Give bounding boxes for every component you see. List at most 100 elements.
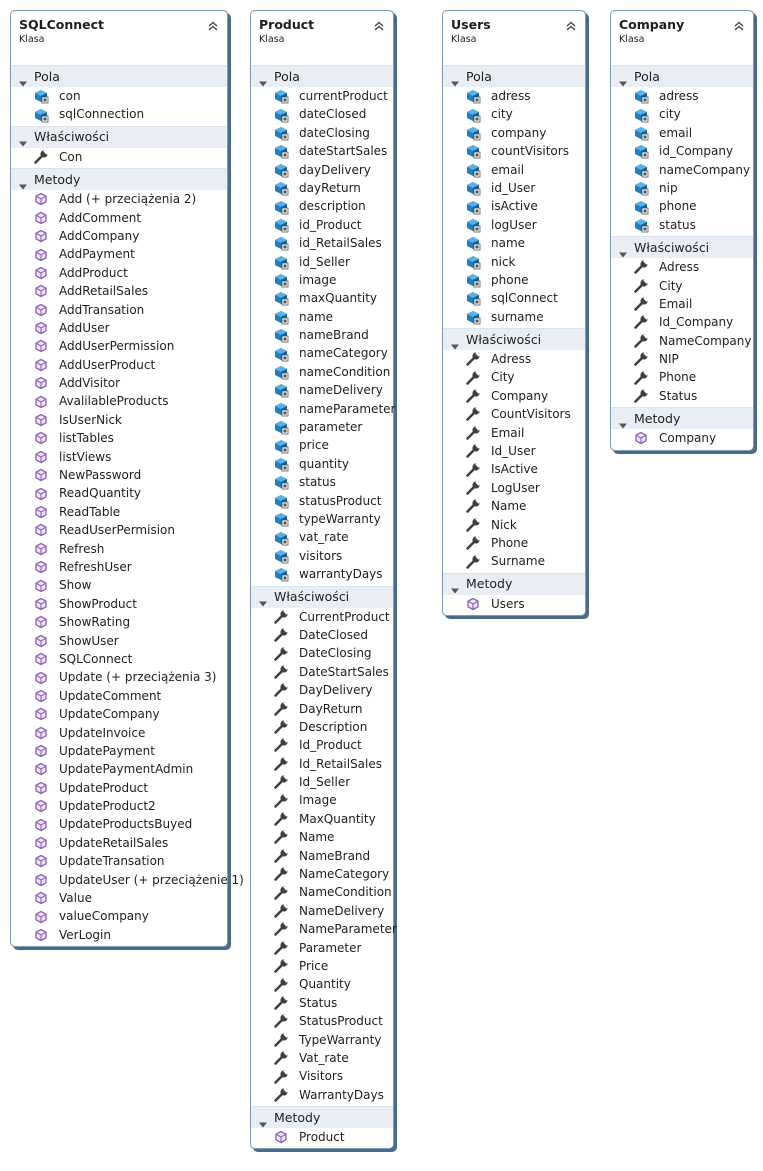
triangle-down-icon[interactable]	[451, 336, 459, 350]
member-item[interactable]: adress	[611, 87, 753, 105]
section-header-method[interactable]: Metody	[443, 572, 585, 595]
member-item[interactable]: Add (+ przeciążenia 2)	[11, 190, 227, 208]
member-item[interactable]: listViews	[11, 448, 227, 466]
member-item[interactable]: DateClosing	[251, 644, 393, 662]
member-item[interactable]: VerLogin	[11, 926, 227, 944]
member-item[interactable]: UpdatePayment	[11, 742, 227, 760]
triangle-down-icon[interactable]	[451, 73, 459, 86]
member-item[interactable]: StatusProduct	[251, 1012, 393, 1030]
member-item[interactable]: UpdateComment	[11, 687, 227, 705]
member-item[interactable]: MaxQuantity	[251, 810, 393, 828]
member-item[interactable]: Phone	[443, 534, 585, 552]
section-header-property[interactable]: Właściwości	[11, 125, 227, 148]
member-item[interactable]: Update (+ przeciążenia 3)	[11, 668, 227, 686]
chevron-double-up-icon[interactable]	[733, 17, 745, 31]
member-item[interactable]: city	[611, 105, 753, 123]
member-item[interactable]: AddPayment	[11, 245, 227, 263]
member-item[interactable]: dayReturn	[251, 179, 393, 197]
member-item[interactable]: TypeWarranty	[251, 1031, 393, 1049]
member-item[interactable]: Name	[251, 828, 393, 846]
member-item[interactable]: id_Company	[611, 142, 753, 160]
member-item[interactable]: AddTransation	[11, 301, 227, 319]
member-item[interactable]: Visitors	[251, 1067, 393, 1085]
member-item[interactable]: description	[251, 197, 393, 215]
member-item[interactable]: AddUserPermission	[11, 337, 227, 355]
member-item[interactable]: Email	[443, 424, 585, 442]
member-item[interactable]: IsUserNick	[11, 411, 227, 429]
member-item[interactable]: IsActive	[443, 460, 585, 478]
triangle-down-icon[interactable]	[259, 593, 267, 607]
member-item[interactable]: WarrantyDays	[251, 1086, 393, 1104]
member-item[interactable]: id_Seller	[251, 253, 393, 271]
member-item[interactable]: Nick	[443, 516, 585, 534]
member-item[interactable]: email	[443, 161, 585, 179]
member-item[interactable]: Show	[11, 576, 227, 594]
member-item[interactable]: image	[251, 271, 393, 289]
member-item[interactable]: NameCondition	[251, 883, 393, 901]
member-item[interactable]: UpdateProductsBuyed	[11, 815, 227, 833]
member-item[interactable]: surname	[443, 308, 585, 326]
member-item[interactable]: ReadUserPermision	[11, 521, 227, 539]
member-item[interactable]: sqlConnection	[11, 105, 227, 123]
member-item[interactable]: visitors	[251, 547, 393, 565]
member-item[interactable]: maxQuantity	[251, 289, 393, 307]
member-item[interactable]: City	[611, 277, 753, 295]
member-item[interactable]: dayDelivery	[251, 161, 393, 179]
member-item[interactable]: ReadQuantity	[11, 484, 227, 502]
member-item[interactable]: valueCompany	[11, 907, 227, 925]
member-item[interactable]: AddRetailSales	[11, 282, 227, 300]
member-item[interactable]: Id_User	[443, 442, 585, 460]
member-item[interactable]: AvalilableProducts	[11, 392, 227, 410]
member-item[interactable]: Id_RetailSales	[251, 755, 393, 773]
section-header-field[interactable]: Pola	[11, 65, 227, 87]
member-item[interactable]: Value	[11, 889, 227, 907]
member-item[interactable]: id_Product	[251, 216, 393, 234]
member-item[interactable]: Email	[611, 295, 753, 313]
member-item[interactable]: Name	[443, 497, 585, 515]
section-header-property[interactable]: Właściwości	[611, 236, 753, 259]
chevron-double-up-icon[interactable]	[373, 17, 385, 31]
member-item[interactable]: UpdateProduct	[11, 779, 227, 797]
member-item[interactable]: logUser	[443, 216, 585, 234]
member-item[interactable]: adress	[443, 87, 585, 105]
member-item[interactable]: parameter	[251, 418, 393, 436]
member-item[interactable]: Phone	[611, 368, 753, 386]
member-item[interactable]: nick	[443, 253, 585, 271]
member-item[interactable]: Con	[11, 148, 227, 166]
member-item[interactable]: dateClosing	[251, 124, 393, 142]
triangle-down-icon[interactable]	[619, 73, 627, 86]
member-item[interactable]: Users	[443, 595, 585, 613]
member-item[interactable]: nameCondition	[251, 363, 393, 381]
triangle-down-icon[interactable]	[619, 244, 627, 258]
member-item[interactable]: nameCategory	[251, 344, 393, 362]
member-item[interactable]: UpdateUser (+ przeciążenie 1)	[11, 871, 244, 889]
member-item[interactable]: ShowRating	[11, 613, 227, 631]
member-item[interactable]: DayDelivery	[251, 681, 393, 699]
member-item[interactable]: ShowProduct	[11, 595, 227, 613]
member-item[interactable]: id_User	[443, 179, 585, 197]
triangle-down-icon[interactable]	[19, 73, 27, 86]
chevron-double-up-icon[interactable]	[207, 17, 219, 31]
triangle-down-icon[interactable]	[259, 73, 267, 86]
member-item[interactable]: UpdateRetailSales	[11, 834, 227, 852]
member-item[interactable]: con	[11, 87, 227, 105]
member-item[interactable]: sqlConnect	[443, 289, 585, 307]
section-header-property[interactable]: Właściwości	[251, 585, 393, 608]
member-item[interactable]: NameDelivery	[251, 902, 393, 920]
member-item[interactable]: CountVisitors	[443, 405, 585, 423]
member-item[interactable]: currentProduct	[251, 87, 393, 105]
member-item[interactable]: UpdateTransation	[11, 852, 227, 870]
member-item[interactable]: Adress	[443, 350, 585, 368]
member-item[interactable]: company	[443, 124, 585, 142]
section-header-field[interactable]: Pola	[611, 65, 753, 87]
member-item[interactable]: UpdatePaymentAdmin	[11, 760, 227, 778]
member-item[interactable]: NameCompany	[611, 332, 753, 350]
member-item[interactable]: AddCompany	[11, 227, 227, 245]
member-item[interactable]: nameCompany	[611, 161, 753, 179]
section-header-field[interactable]: Pola	[251, 65, 393, 87]
